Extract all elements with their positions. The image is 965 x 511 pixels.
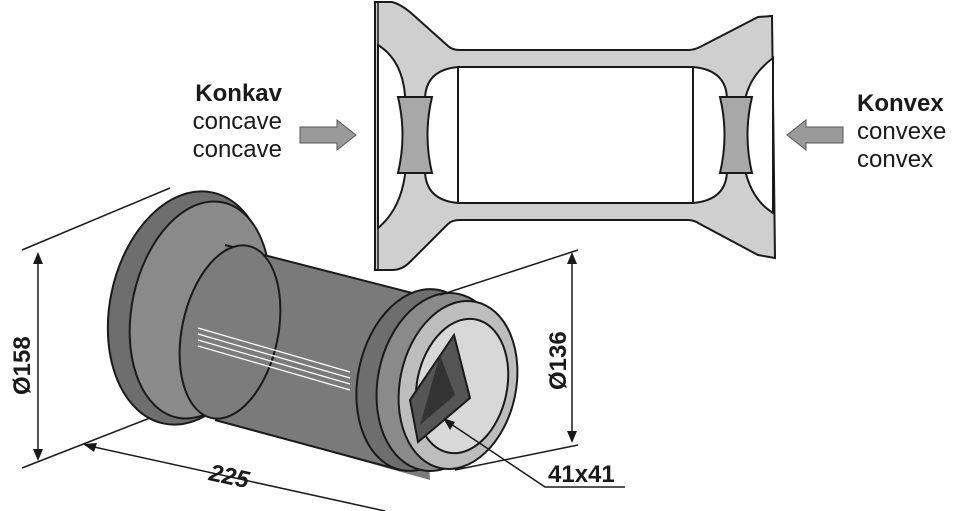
convex-label: Konvex convexe convex (857, 90, 946, 174)
cross-section (374, 1, 777, 271)
concave-insert (396, 96, 434, 174)
concave-title: Konkav (195, 80, 282, 107)
length-label: 225 (206, 459, 252, 494)
convex-title: Konvex (857, 90, 944, 117)
concave-arrow-icon (299, 118, 357, 152)
concave-line2: concave (192, 136, 282, 163)
convex-line2: convex (857, 146, 934, 173)
convex-line1: convexe (857, 118, 947, 145)
flange-diameter-label: Ø158 (9, 336, 36, 395)
bore-label: 41x41 (548, 461, 615, 488)
dimension-lines (21, 187, 625, 511)
convex-insert (718, 96, 754, 174)
dimension-arrowheads (33, 252, 577, 461)
convex-arrow-icon (786, 118, 844, 152)
roller (106, 190, 519, 480)
end-diameter-label: Ø136 (545, 331, 572, 390)
concave-label: Konkav concave concave (172, 80, 282, 164)
concave-line1: concave (192, 108, 282, 135)
